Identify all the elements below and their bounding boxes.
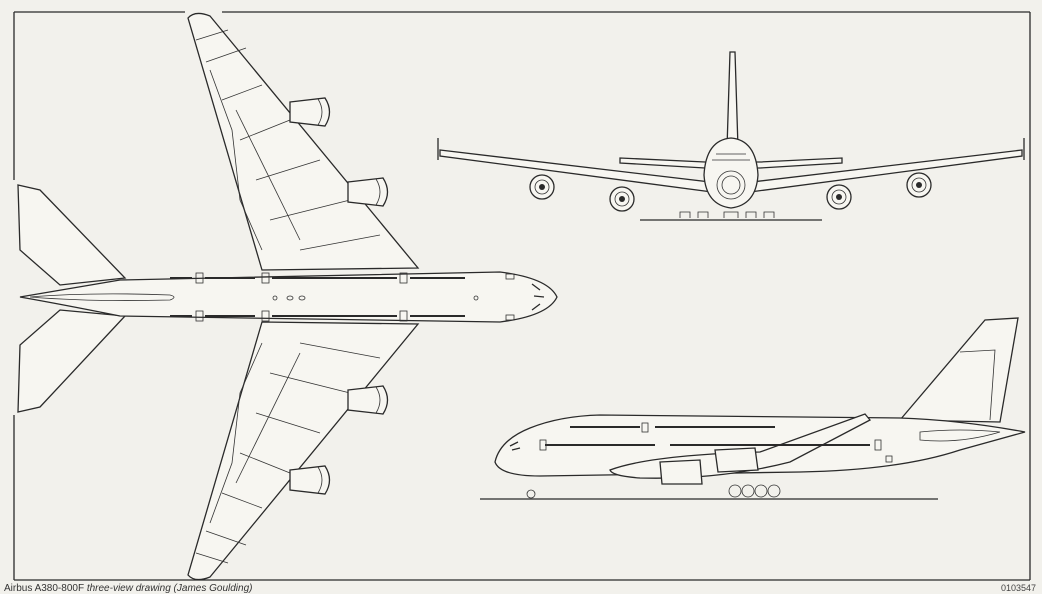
plan-engine-1	[289, 97, 331, 127]
figure-caption: Airbus A380-800F three-view drawing (Jam…	[4, 583, 252, 594]
plan-lower-tailplane	[17, 309, 127, 413]
plan-windows	[170, 272, 545, 322]
side-engine-1	[659, 459, 703, 485]
front-radome	[716, 170, 746, 200]
front-engine-2	[609, 186, 635, 212]
side-landing-gear	[526, 484, 781, 499]
plan-upper-wing	[187, 12, 420, 271]
plan-engine-3	[347, 385, 389, 415]
plan-engine-4	[289, 465, 331, 495]
plan-engine-2	[347, 177, 389, 207]
side-windows	[509, 422, 893, 463]
caption-prefix: Airbus A380-800F	[4, 583, 87, 594]
front-landing-gear	[679, 211, 775, 218]
drawing-border	[13, 11, 1031, 581]
plan-view	[17, 12, 558, 581]
front-engine-4	[906, 172, 932, 198]
front-engine-3	[826, 184, 852, 210]
plan-upper-tailplane	[17, 184, 127, 286]
caption-credit: (James Goulding)	[173, 583, 253, 594]
caption-text: three-view drawing	[86, 583, 171, 594]
plan-lower-wing	[187, 321, 420, 581]
front-right-wing	[749, 149, 1023, 193]
front-view	[437, 51, 1025, 221]
plan-fuselage	[19, 271, 558, 323]
reference-number: 0103547	[1000, 583, 1036, 593]
front-fuselage	[703, 137, 759, 209]
front-left-wing	[439, 149, 713, 193]
side-view	[480, 317, 1026, 500]
front-fin	[726, 51, 739, 149]
side-engine-2	[714, 447, 759, 473]
side-fin	[898, 317, 1019, 423]
front-engine-1	[529, 174, 555, 200]
